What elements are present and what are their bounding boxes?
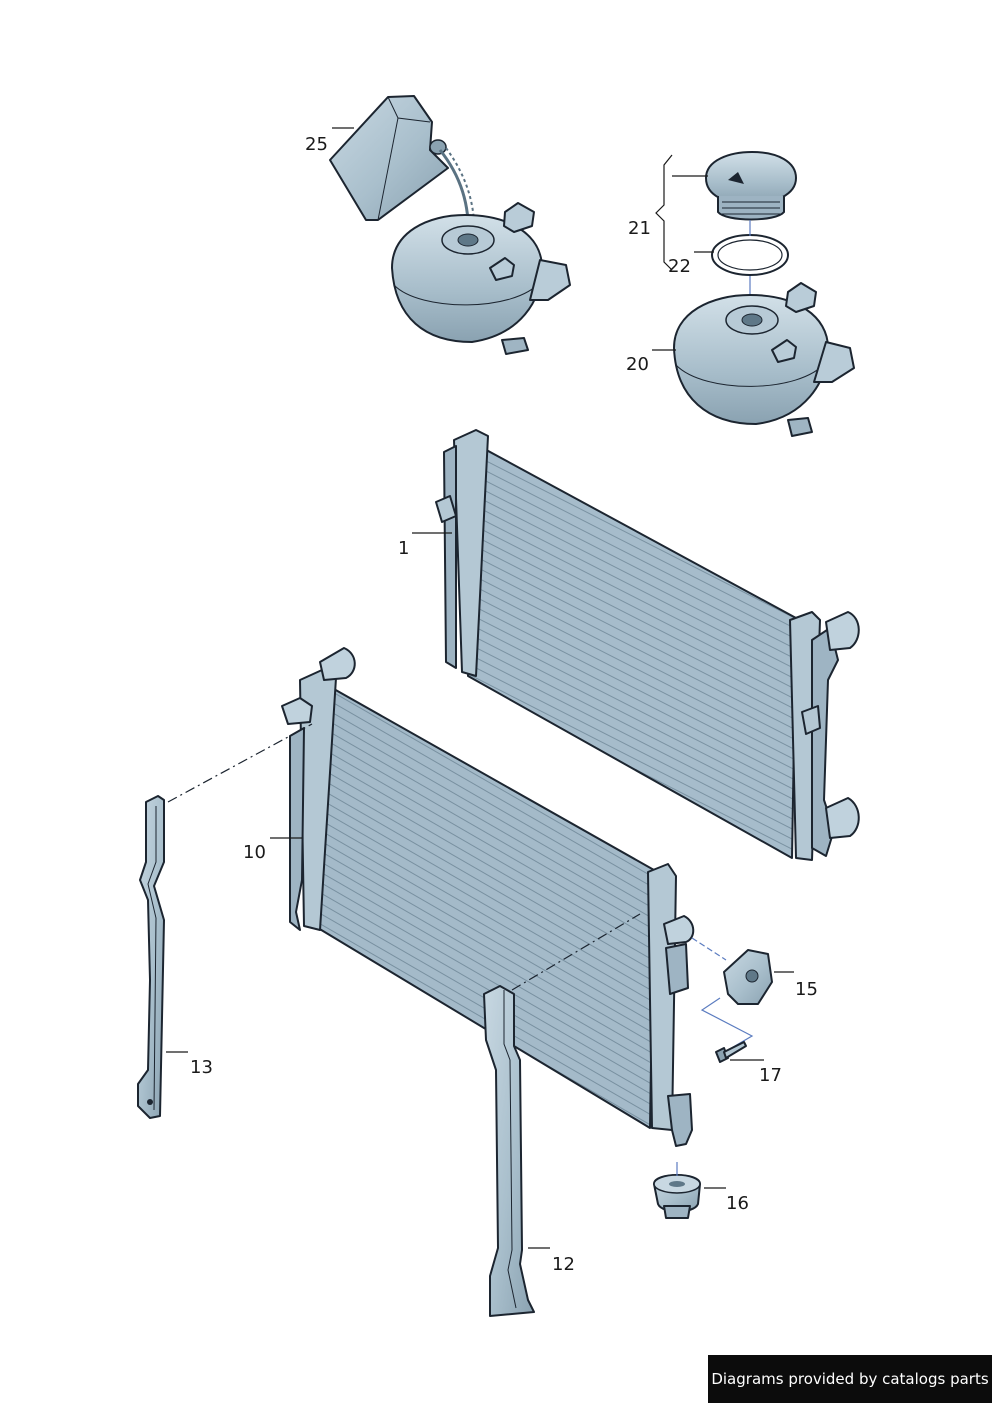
- callout-16: 16: [704, 1187, 749, 1214]
- air-guide-lower-part-12: [483, 985, 535, 1317]
- filler-cap-part-21: [705, 151, 797, 221]
- radiator-part-1: [435, 429, 860, 861]
- callout-20: 20: [626, 349, 676, 375]
- expansion-tank-part-20: [673, 282, 855, 437]
- callout-label-16: 16: [726, 1193, 749, 1214]
- callout-label-22: 22: [668, 256, 691, 277]
- callout-label-12: 12: [552, 1254, 575, 1275]
- callout-label-21: 21: [628, 218, 651, 239]
- rubber-mount-part-16: [653, 1162, 701, 1219]
- callout-13: 13: [166, 1051, 213, 1078]
- callout-label-13: 13: [190, 1057, 213, 1078]
- bracket-part-15: [691, 937, 773, 1005]
- callout-10: 10: [243, 837, 302, 863]
- credit-text: Diagrams provided by catalogs parts: [711, 1370, 989, 1388]
- coolant-bottle-part-25: [329, 95, 476, 239]
- mounting-line-13: [167, 723, 313, 803]
- screw-part-17: [715, 1041, 747, 1063]
- callout-15: 15: [774, 971, 818, 1000]
- callout-21-22-bracket: 21 22: [628, 154, 714, 277]
- callout-12: 12: [528, 1247, 575, 1275]
- expansion-tank-upper: [391, 202, 571, 355]
- callout-label-25: 25: [305, 134, 328, 155]
- callout-label-15: 15: [795, 979, 818, 1000]
- air-guide-left-part-13: [137, 795, 165, 1119]
- callout-25: 25: [305, 127, 354, 155]
- callout-label-1: 1: [398, 538, 409, 559]
- callout-label-10: 10: [243, 842, 266, 863]
- callout-1: 1: [398, 532, 452, 559]
- sealing-ring-part-22: [711, 220, 789, 316]
- credit-banner: Diagrams provided by catalogs parts: [708, 1355, 992, 1403]
- callout-label-20: 20: [626, 354, 649, 375]
- callout-17: 17: [730, 1059, 782, 1086]
- mounting-line-12: [511, 913, 641, 991]
- callout-label-17: 17: [759, 1065, 782, 1086]
- radiator-part-10: [281, 647, 695, 1147]
